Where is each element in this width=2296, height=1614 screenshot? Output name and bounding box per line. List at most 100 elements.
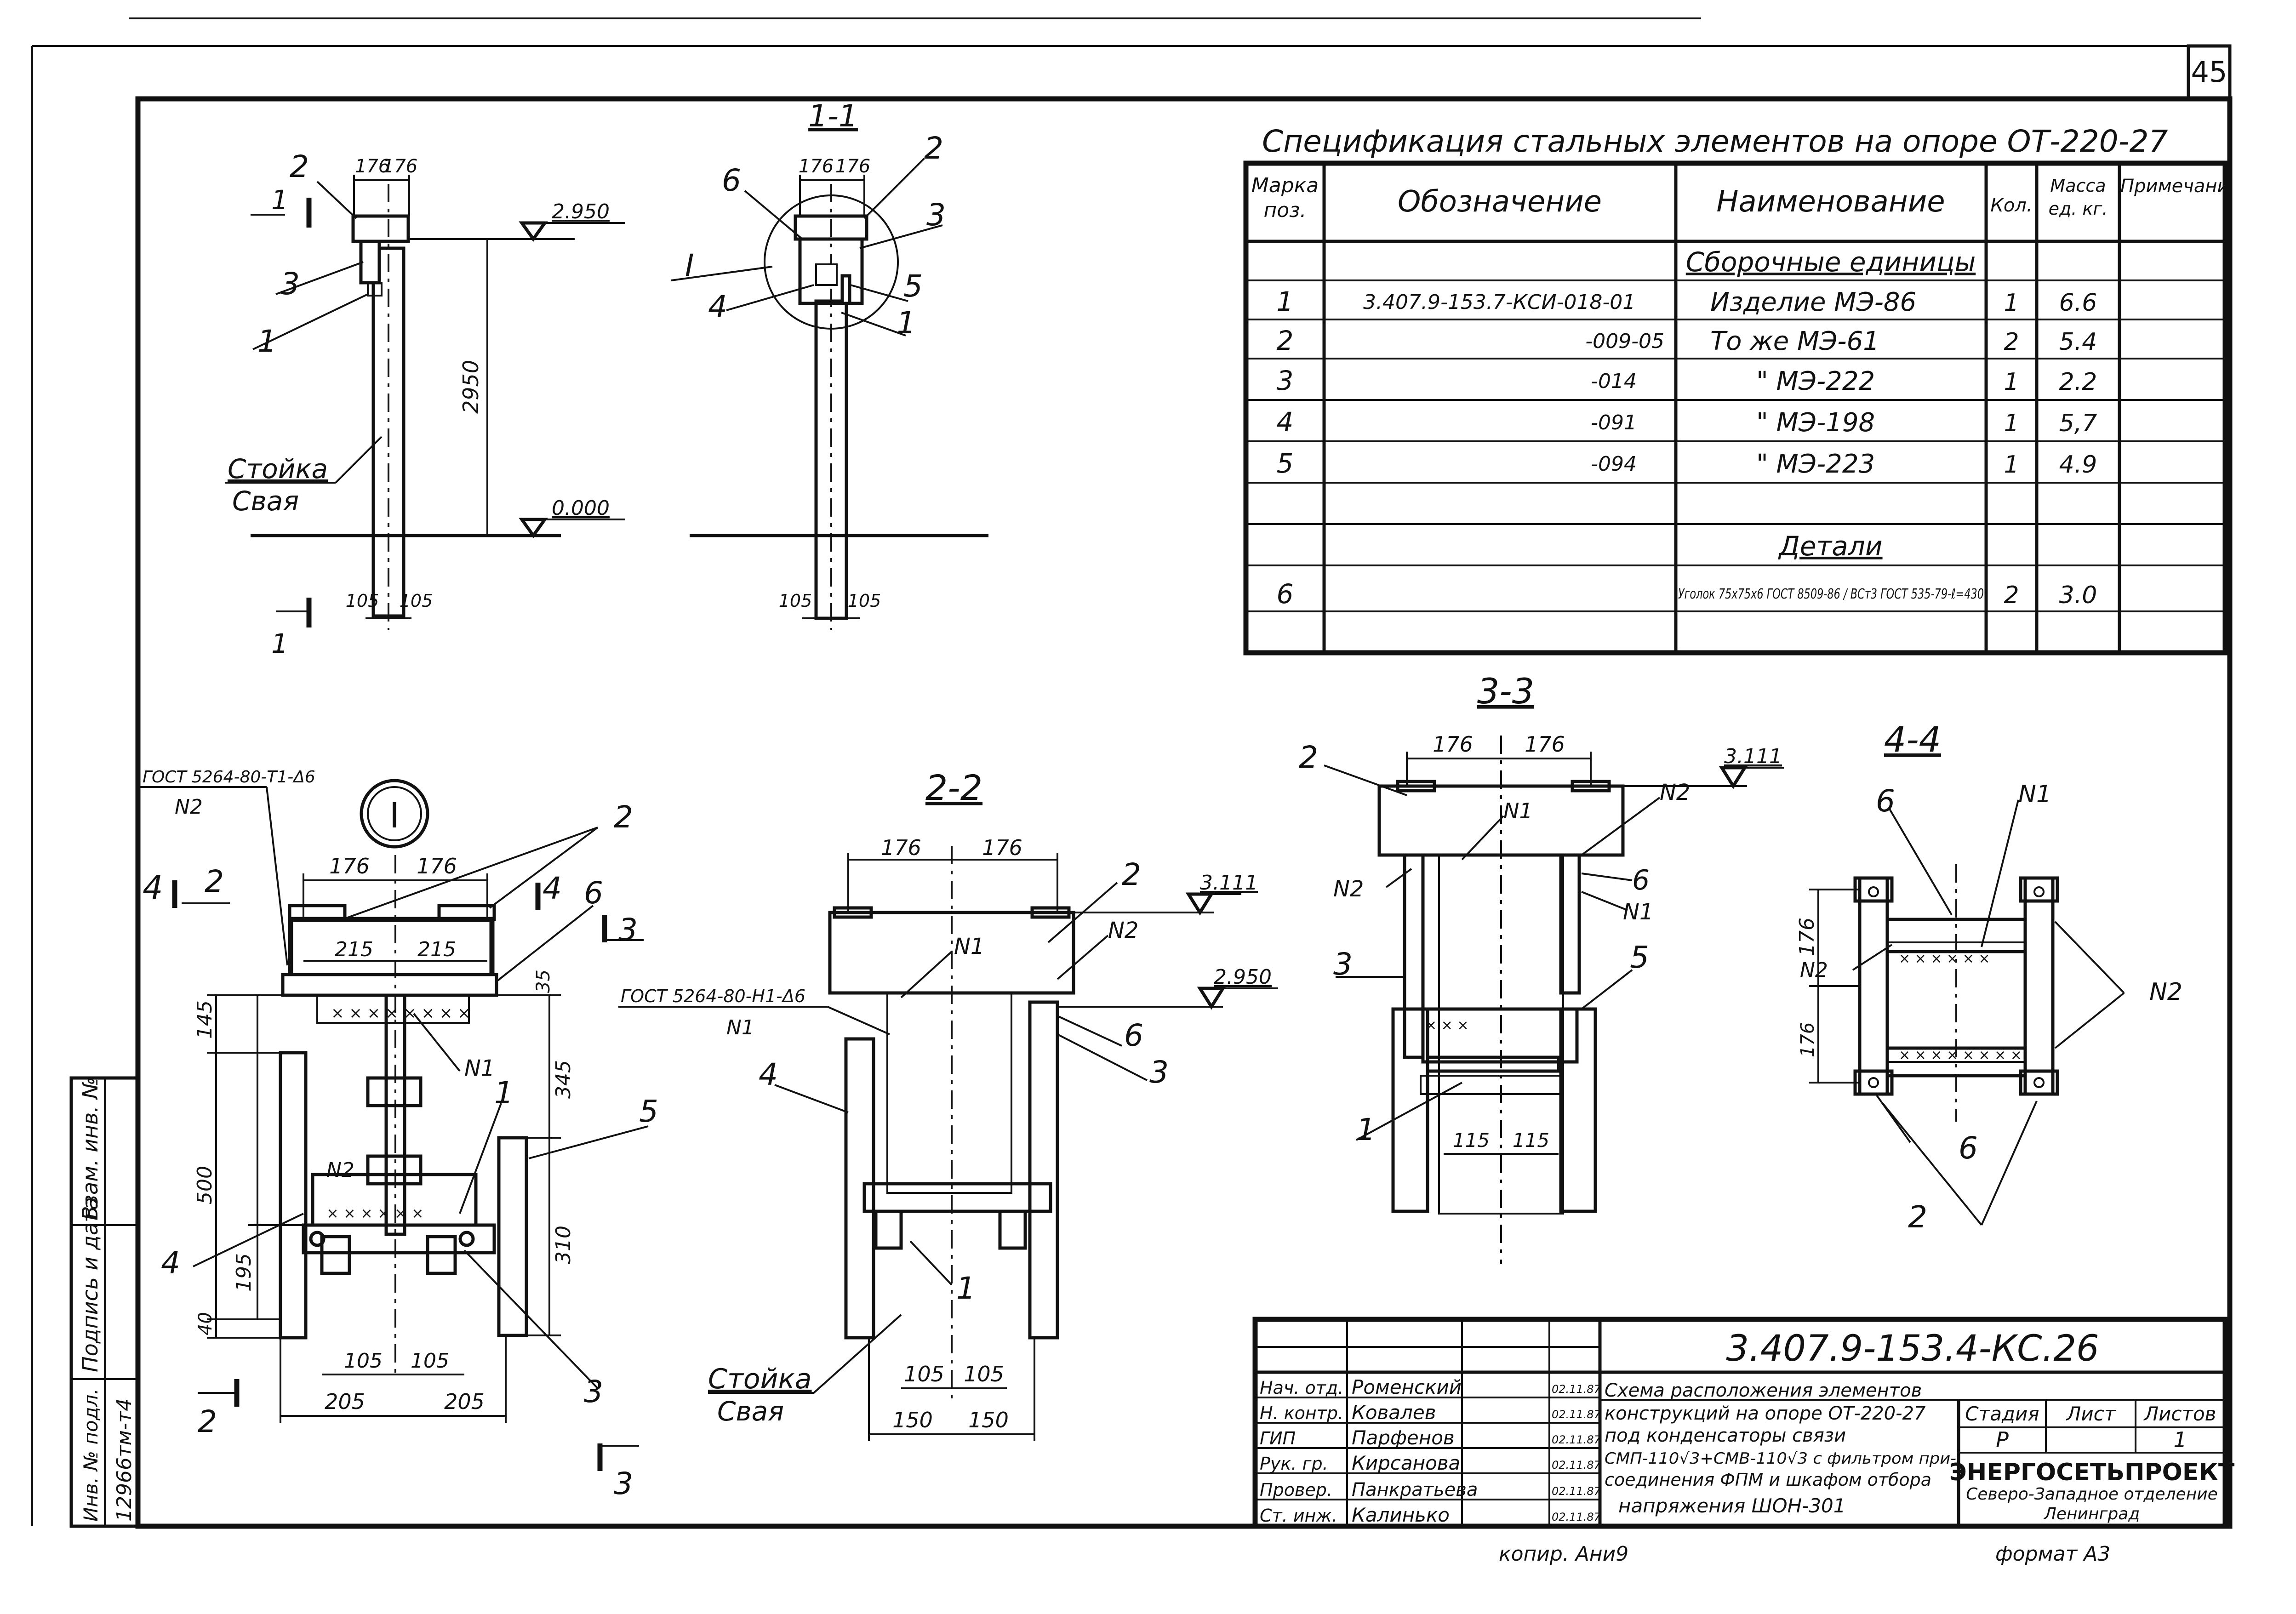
title-col-stage: Стадия bbox=[1965, 1403, 2039, 1425]
title-org-sub1: Северо-Западное отделение bbox=[1966, 1485, 2218, 1504]
main-section-mark-top: 1 bbox=[271, 184, 288, 216]
sidebar-swap-label: Взам. инв. № bbox=[78, 1077, 103, 1220]
spec-cell-mark: 5 bbox=[1277, 448, 1294, 479]
node-section-2-top: 2 bbox=[205, 864, 224, 899]
signer-role: Провер. bbox=[1260, 1480, 1332, 1500]
spec-cell-qty: 1 bbox=[2004, 289, 2019, 317]
s33-weld-x-mid: × × × bbox=[1425, 1017, 1468, 1033]
s22-label-6: 6 bbox=[1124, 1018, 1143, 1053]
node-dim-195: 195 bbox=[232, 1253, 256, 1292]
spec-cell-mass: 3.0 bbox=[2059, 582, 2097, 609]
title-line-4: СМП-110√3+СМВ-110√3 с фильтром при- bbox=[1605, 1449, 1956, 1468]
node-dim-215-b: 215 bbox=[417, 938, 456, 961]
main-label-1: 1 bbox=[257, 324, 277, 359]
spec-cell-mark: 4 bbox=[1277, 406, 1294, 438]
node-dim-205-a: 205 bbox=[325, 1389, 365, 1414]
node-weld-n2: N2 bbox=[326, 1158, 354, 1182]
node-dim-176-b: 176 bbox=[417, 854, 457, 878]
node-dim-40: 40 bbox=[195, 1312, 216, 1335]
s44-label-6-top: 6 bbox=[1876, 783, 1895, 819]
s33-dim-115-a: 115 bbox=[1453, 1129, 1490, 1152]
signer-role: ГИП bbox=[1260, 1428, 1296, 1449]
spec-cell-designation: -091 bbox=[1591, 411, 1637, 434]
s22-column-label: Стойка bbox=[708, 1363, 812, 1395]
s22-weld-ref: ГОСТ 5264-80-Н1-Δ6 bbox=[621, 986, 805, 1006]
signer-name: Ковалев bbox=[1352, 1401, 1436, 1424]
node-I-marker: I bbox=[389, 795, 400, 836]
s44-weld-n2-right: N2 bbox=[2149, 978, 2182, 1006]
signer-name: Парфенов bbox=[1352, 1426, 1455, 1449]
spec-cell-mass: 6.6 bbox=[2059, 289, 2097, 317]
s33-weld-n1-right: N1 bbox=[1623, 899, 1653, 925]
spec-cell-designation: -094 bbox=[1591, 452, 1637, 476]
main-pile-label: Свая bbox=[232, 485, 299, 517]
spec-cell-mark: 1 bbox=[1277, 286, 1294, 317]
s33-weld-n1-top: N1 bbox=[1503, 798, 1533, 823]
spec-row: 5 -094 " МЭ-223 1 4.9 bbox=[1277, 448, 2097, 479]
node-section-4-left: 4 bbox=[143, 869, 163, 907]
s22-weld-n1-ref: N1 bbox=[726, 1016, 754, 1039]
sidebar-inv-label: Инв. № подл. bbox=[80, 1388, 102, 1522]
s22-weld-n1: N1 bbox=[954, 934, 984, 959]
page-number: 45 bbox=[2191, 55, 2227, 89]
node-label-3: 3 bbox=[584, 1374, 603, 1409]
s44-weld-n1: N1 bbox=[2018, 781, 2051, 808]
spec-header-name: Наименование bbox=[1716, 185, 1945, 219]
spec-section-assembly: Сборочные единицы bbox=[1686, 246, 1976, 278]
title-stage-value: Р bbox=[1996, 1427, 2009, 1452]
spec-cell-name: То же МЭ-61 bbox=[1710, 326, 1879, 356]
spec-table: Спецификация стальных элементов на опоре… bbox=[1243, 124, 2228, 656]
main-level-2950: 2.950 bbox=[552, 200, 610, 223]
spec-cell-name: Изделие МЭ-86 bbox=[1710, 287, 1916, 317]
format-note: формат А3 bbox=[1995, 1542, 2110, 1566]
spec-cell-name: Уголок 75х75х6 ГОСТ 8509-86 / ВСт3 ГОСТ … bbox=[1678, 586, 1984, 602]
node-weld-n1: N1 bbox=[464, 1055, 495, 1081]
node-dim-145: 145 bbox=[193, 1000, 217, 1039]
signer-name: Панкратьева bbox=[1352, 1479, 1478, 1500]
s11-dim-176-a: 176 bbox=[799, 156, 834, 177]
spec-cell-name: " МЭ-222 bbox=[1756, 366, 1875, 396]
spec-cell-mass: 2.2 bbox=[2059, 368, 2097, 396]
signer-role: Нач. отд. bbox=[1260, 1378, 1343, 1398]
main-label-2: 2 bbox=[290, 149, 309, 184]
title-code: 3.407.9-153.4-КС.26 bbox=[1726, 1328, 2099, 1369]
s11-label-1: 1 bbox=[897, 305, 916, 341]
s22-dim-150-b: 150 bbox=[968, 1408, 1009, 1432]
spec-row: 3 -014 " МЭ-222 1 2.2 bbox=[1277, 365, 2097, 396]
s22-dim-105-b: 105 bbox=[964, 1362, 1004, 1386]
main-label-3: 3 bbox=[280, 266, 300, 302]
sheet-frame: 45 копир. Ани9 формат А3 bbox=[31, 17, 2233, 1566]
s33-title: 3-3 bbox=[1477, 671, 1534, 712]
spec-cell-mass: 5.4 bbox=[2059, 328, 2097, 356]
title-col-sheets: Листов bbox=[2143, 1403, 2216, 1425]
node-dim-176-a: 176 bbox=[329, 854, 370, 878]
node-weld-x-top: × × × × × × × × bbox=[331, 1004, 471, 1022]
spec-header-mark: Марка поз. bbox=[1251, 174, 1319, 222]
s33-label-3: 3 bbox=[1333, 947, 1353, 982]
spec-cell-mass: 4.9 bbox=[2059, 451, 2097, 479]
spec-row: 1 3.407.9-153.7-КСИ-018-01 Изделие МЭ-86… bbox=[1277, 286, 2097, 317]
s33-label-5: 5 bbox=[1630, 940, 1649, 975]
sidebar-inv-number: 12966тм-т4 bbox=[113, 1398, 136, 1522]
s44-label-2: 2 bbox=[1908, 1199, 1927, 1235]
signer-role: Ст. инж. bbox=[1260, 1506, 1337, 1526]
node-weld-x-mid: × × × × × × bbox=[326, 1204, 424, 1222]
s11-node-label: I bbox=[685, 248, 694, 283]
title-line-5: соединения ФПМ и шкафом отбора bbox=[1605, 1470, 1931, 1490]
s22-dim-176-b: 176 bbox=[982, 835, 1022, 860]
s22-level-3111: 3.111 bbox=[1200, 871, 1258, 895]
main-section-mark-bottom: 1 bbox=[271, 628, 288, 659]
s11-label-3: 3 bbox=[926, 197, 946, 233]
main-dim-176-b: 176 bbox=[383, 156, 417, 177]
main-dim-176-a: 176 bbox=[355, 156, 390, 177]
s11-label-5: 5 bbox=[903, 268, 923, 304]
s44-weld-n2-left: N2 bbox=[1800, 958, 1828, 982]
s44-dim-176-b: 176 bbox=[1797, 1022, 1818, 1057]
s22-weld-n2: N2 bbox=[1108, 918, 1138, 943]
title-sheets-value: 1 bbox=[2173, 1427, 2187, 1452]
spec-cell-name: " МЭ-223 bbox=[1756, 449, 1875, 479]
view-section-3-3: 3-3 × × × 176 176 115 115 3.111 2 N1 bbox=[1299, 671, 1784, 1264]
s11-dim-105-b: 105 bbox=[848, 591, 881, 611]
title-line-1: Схема расположения элементов bbox=[1605, 1380, 1922, 1401]
